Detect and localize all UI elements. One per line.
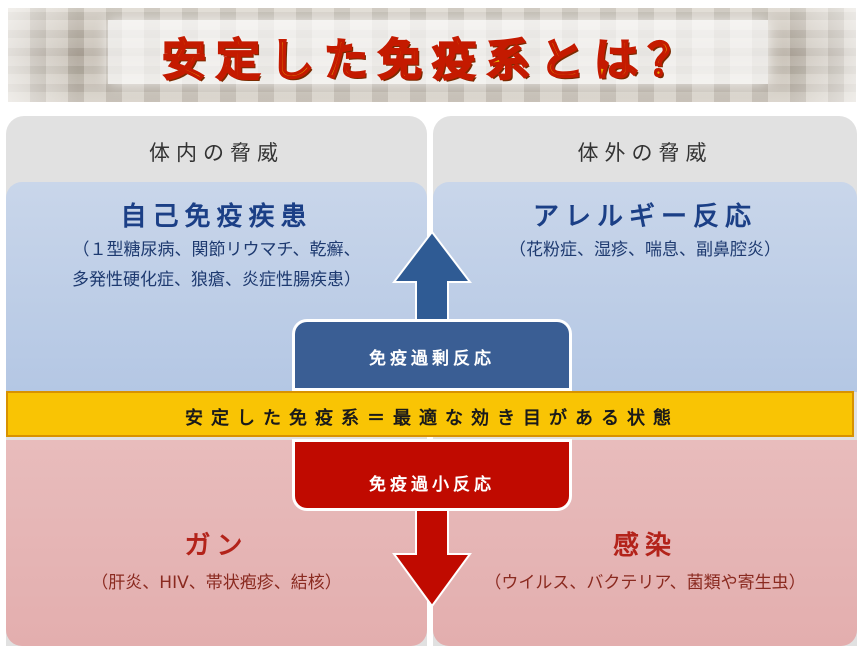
allergy-title: アレルギー反応 bbox=[532, 202, 757, 232]
overreaction-box bbox=[295, 322, 569, 388]
cancer-detail-line-1: （肝炎、HIV、帯状疱疹、結核） bbox=[91, 573, 342, 593]
autoimmune-title: 自己免疫疾患 bbox=[120, 202, 313, 232]
autoimmune-detail-line-2: 多発性硬化症、狼瘡、炎症性腸疾患） bbox=[72, 270, 361, 290]
stable-immune-label: 安定した免疫系＝最適な効き目がある状態 bbox=[185, 408, 679, 429]
internal-threat-label: 体内の脅威 bbox=[149, 141, 284, 165]
banner-fade-right bbox=[786, 8, 856, 102]
infection-title: 感染 bbox=[612, 531, 677, 561]
cancer-title: ガン bbox=[184, 531, 249, 561]
title-highlight bbox=[108, 20, 768, 84]
underreaction-label: 免疫過小反応 bbox=[369, 475, 495, 495]
allergy-detail-line-1: （花粉症、湿疹、喘息、副鼻腔炎） bbox=[509, 240, 781, 260]
infection-detail-line-1: （ウイルス、バクテリア、菌類や寄生虫） bbox=[484, 573, 806, 593]
banner-fade-left bbox=[8, 8, 78, 102]
stable-immune-bar bbox=[6, 391, 854, 437]
page-title: 安定した免疫系とは？ bbox=[161, 34, 702, 87]
underreaction-box bbox=[295, 442, 569, 508]
arrow-up-icon bbox=[392, 230, 472, 325]
autoimmune-detail-line-1: （１型糖尿病、関節リウマチ、乾癬、 bbox=[72, 240, 361, 260]
external-threat-label: 体外の脅威 bbox=[577, 141, 713, 165]
title-banner: 安定した免疫系とは？ bbox=[8, 8, 856, 102]
overreaction-label: 免疫過剰反応 bbox=[369, 349, 495, 369]
arrow-down-icon bbox=[392, 508, 472, 608]
